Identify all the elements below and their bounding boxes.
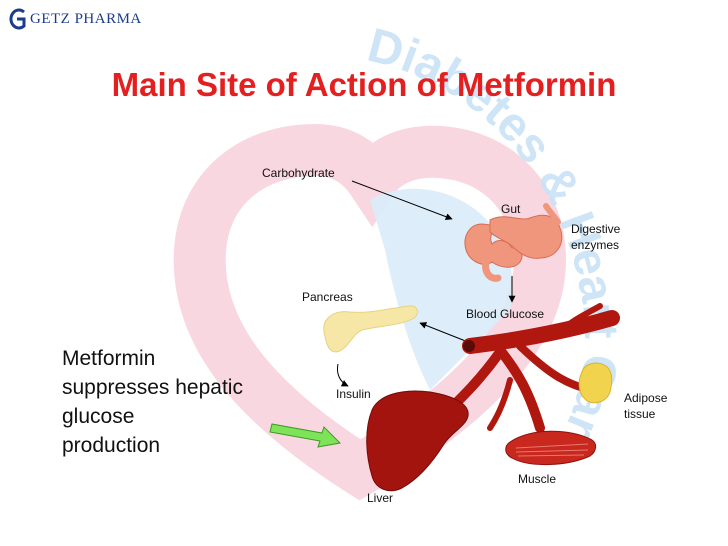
- adipose-tissue-label: Adipose tissue: [624, 391, 668, 421]
- metformin-note: Metformin suppresses hepatic glucose pro…: [62, 344, 243, 460]
- blood-glucose-label: Blood Glucose: [466, 307, 545, 321]
- pancreas-illustration: [323, 305, 418, 353]
- carbohydrate-to-gut-arrow: [351, 180, 453, 221]
- getz-logo-icon: [9, 8, 26, 30]
- green-pointer-arrow-icon: [269, 423, 342, 448]
- note-line: glucose: [62, 405, 135, 428]
- muscle-label: Muscle: [518, 472, 557, 486]
- insulin-label: Insulin: [336, 387, 371, 401]
- digestive-enzymes-label: Digestive enzymes: [571, 222, 621, 252]
- blood-to-pancreas-arrow: [419, 322, 469, 343]
- note-line: production: [62, 434, 161, 457]
- note-line: suppresses hepatic: [62, 376, 243, 399]
- pancreas-label: Pancreas: [302, 290, 353, 304]
- muscle-striations: [515, 443, 589, 457]
- page-title: Main Site of Action of Metformin: [111, 66, 617, 103]
- company-logo: GETZ PHARMA: [6, 6, 142, 32]
- liver-label: Liver: [367, 491, 394, 505]
- pancreas-to-insulin-arrow: [337, 363, 349, 387]
- gut-label: Gut: [501, 202, 521, 216]
- gut-illustration: [464, 203, 563, 282]
- carbohydrate-label: Carbohydrate: [262, 166, 335, 180]
- heart-watermark-shape: [173, 123, 567, 501]
- liver-illustration: [366, 390, 469, 492]
- logo-text: GETZ PHARMA: [30, 10, 142, 27]
- vessel-opening: [463, 340, 475, 352]
- note-line: Metformin: [62, 347, 156, 370]
- adipose-illustration: [578, 362, 613, 404]
